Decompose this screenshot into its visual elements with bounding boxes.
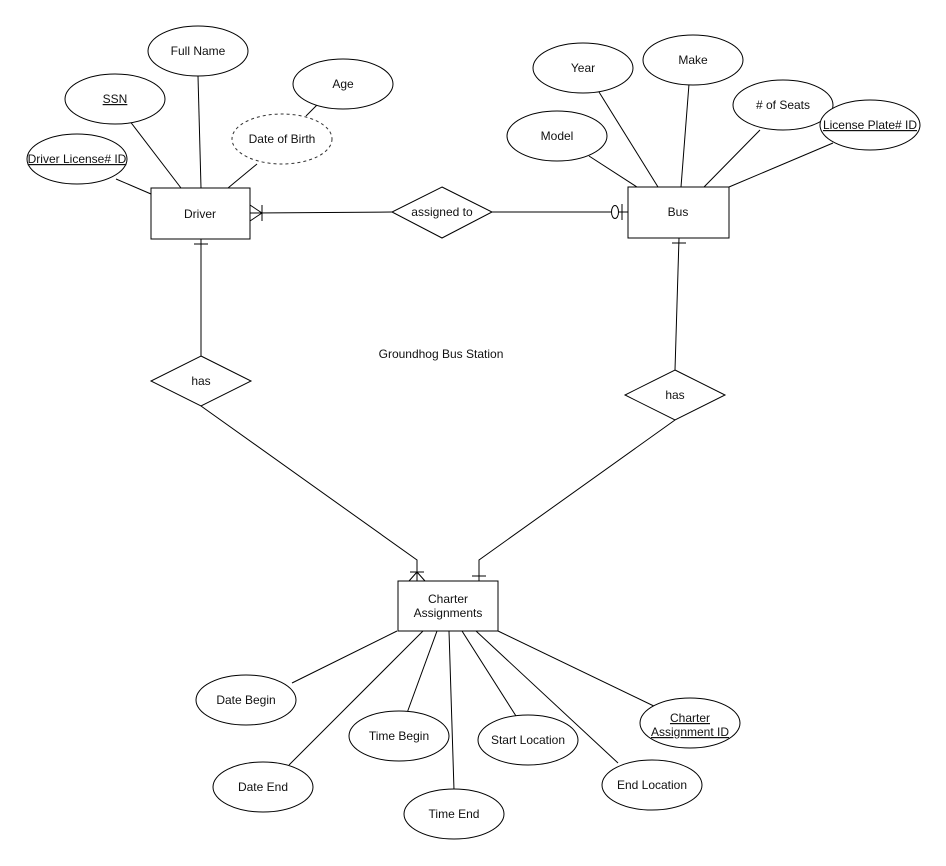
attr-date-begin-label: Date Begin bbox=[216, 693, 275, 707]
attr-year[interactable]: Year bbox=[532, 42, 634, 94]
edge-driver-ssn bbox=[128, 119, 182, 189]
rel-assigned-to-label: assigned to bbox=[411, 205, 473, 219]
attr-end-location-label: End Location bbox=[617, 778, 687, 792]
edges bbox=[115, 75, 834, 791]
attr-charter-assignment-id-label-line1: Charter bbox=[670, 711, 710, 725]
edge-charter-datebegin bbox=[291, 630, 398, 684]
attr-full-name-label: Full Name bbox=[171, 44, 226, 58]
edge-bus-plate bbox=[728, 142, 834, 188]
attr-ssn-label: SSN bbox=[103, 92, 128, 106]
attr-make-label: Make bbox=[678, 53, 708, 67]
entity-charter-assignments[interactable]: Charter Assignments bbox=[397, 580, 499, 632]
edge-charter-endloc bbox=[475, 630, 619, 764]
edge-driver-assigned bbox=[249, 211, 393, 214]
attr-age-label: Age bbox=[332, 77, 354, 91]
attr-license-plate-id[interactable]: License Plate# ID bbox=[819, 99, 921, 151]
edge-driver-license bbox=[115, 178, 152, 195]
attr-time-begin[interactable]: Time Begin bbox=[348, 710, 450, 762]
edge-charter-timeend bbox=[448, 630, 455, 791]
edge-charter-timebegin bbox=[406, 630, 438, 714]
attr-year-label: Year bbox=[571, 61, 595, 75]
attr-date-of-birth-label: Date of Birth bbox=[249, 132, 316, 146]
attr-date-begin[interactable]: Date Begin bbox=[195, 674, 297, 726]
attr-charter-assignment-id[interactable]: Charter Assignment ID bbox=[639, 697, 741, 749]
attr-date-end-label: Date End bbox=[238, 780, 288, 794]
attr-license-plate-id-label: License Plate# ID bbox=[823, 118, 917, 132]
edge-bus-seats bbox=[703, 129, 761, 188]
attr-full-name[interactable]: Full Name bbox=[147, 25, 249, 77]
attr-start-location[interactable]: Start Location bbox=[477, 714, 579, 766]
edge-charter-dateend bbox=[288, 630, 424, 766]
edge-driverhas-charter bbox=[200, 405, 418, 581]
attr-start-location-label: Start Location bbox=[491, 733, 565, 747]
attr-num-seats[interactable]: # of Seats bbox=[732, 79, 834, 131]
attr-make[interactable]: Make bbox=[642, 34, 744, 86]
attr-charter-assignment-id-label-line2: Assignment ID bbox=[651, 725, 729, 739]
edge-driver-dob bbox=[227, 163, 258, 189]
notation-charter-left-foot-b bbox=[416, 571, 426, 582]
notation-driver-foot-top bbox=[249, 204, 263, 214]
entity-bus[interactable]: Bus bbox=[627, 186, 730, 239]
attr-time-begin-label: Time Begin bbox=[369, 729, 429, 743]
attr-age[interactable]: Age bbox=[292, 58, 394, 110]
edge-driver-fullname bbox=[197, 75, 202, 189]
edge-charter-charterid bbox=[497, 630, 661, 710]
rel-bus-has[interactable]: has bbox=[623, 369, 727, 421]
edge-charter-startloc bbox=[461, 630, 517, 717]
diagram-title: Groundhog Bus Station bbox=[379, 347, 504, 361]
attr-driver-license-id-label: Driver License# ID bbox=[28, 152, 127, 166]
attr-date-end[interactable]: Date End bbox=[212, 761, 314, 813]
attr-ssn[interactable]: SSN bbox=[64, 73, 166, 125]
attr-model[interactable]: Model bbox=[506, 110, 608, 162]
notation-driver-foot-bottom bbox=[249, 212, 263, 222]
rel-bus-has-label: has bbox=[665, 388, 684, 402]
notation-bus-zero bbox=[611, 205, 619, 219]
attr-time-end[interactable]: Time End bbox=[403, 788, 505, 840]
edge-bus-has bbox=[674, 237, 680, 371]
edge-bus-model bbox=[588, 155, 638, 188]
entity-driver-label: Driver bbox=[184, 207, 216, 221]
entity-charter-assignments-label-line2: Assignments bbox=[414, 606, 483, 620]
rel-assigned-to[interactable]: assigned to bbox=[390, 186, 494, 239]
rel-driver-has[interactable]: has bbox=[149, 355, 253, 407]
attr-date-of-birth[interactable]: Date of Birth bbox=[231, 113, 333, 165]
attr-num-seats-label: # of Seats bbox=[756, 98, 810, 112]
attr-time-end-label: Time End bbox=[429, 807, 480, 821]
entity-driver[interactable]: Driver bbox=[150, 187, 251, 240]
edge-bus-make bbox=[680, 83, 690, 188]
edge-bus-year bbox=[598, 91, 659, 188]
edge-bushas-charter bbox=[478, 419, 676, 581]
attr-model-label: Model bbox=[541, 129, 574, 143]
notation-charter-left-foot-a bbox=[408, 571, 418, 582]
attr-driver-license-id[interactable]: Driver License# ID bbox=[26, 133, 128, 185]
entity-charter-assignments-label-line1: Charter bbox=[428, 592, 468, 606]
rel-driver-has-label: has bbox=[191, 374, 210, 388]
attr-end-location[interactable]: End Location bbox=[601, 759, 703, 811]
entity-bus-label: Bus bbox=[668, 205, 689, 219]
